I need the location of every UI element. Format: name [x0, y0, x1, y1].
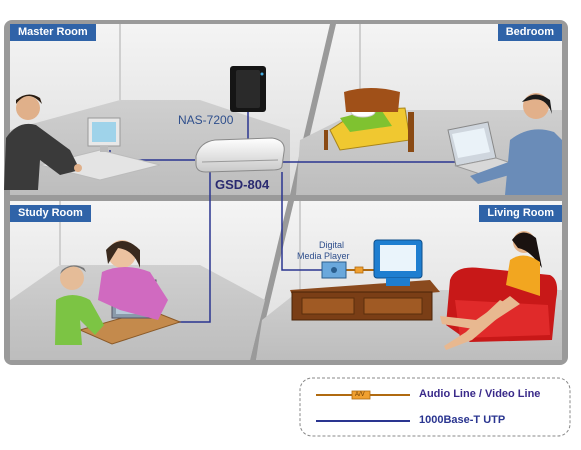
room-label-master: Master Room	[10, 24, 96, 41]
study-room-scene	[55, 240, 182, 345]
bedroom-scene	[324, 88, 562, 195]
switch-device-icon	[195, 137, 285, 173]
master-room-scene	[4, 94, 161, 190]
legend-av-tag-text: A/V	[355, 392, 365, 398]
nas-label: NAS-7200	[178, 113, 234, 127]
living-room-scene	[290, 231, 558, 350]
media-player-label-line1: Digital	[319, 240, 345, 250]
legend-av-tag	[351, 390, 371, 400]
nas-device-icon	[230, 66, 266, 112]
room-label-living: Living Room	[479, 205, 562, 222]
media-player-label-line2: Media Player	[297, 251, 350, 261]
legend-audio-video-text: Audio Line / Video Line	[419, 388, 541, 400]
legend-box	[299, 377, 571, 437]
room-label-study: Study Room	[10, 205, 91, 222]
switch-label: GSD-804	[215, 177, 270, 192]
legend-utp-text: 1000Base-T UTP	[419, 414, 506, 426]
room-label-bedroom: Bedroom	[497, 24, 562, 41]
